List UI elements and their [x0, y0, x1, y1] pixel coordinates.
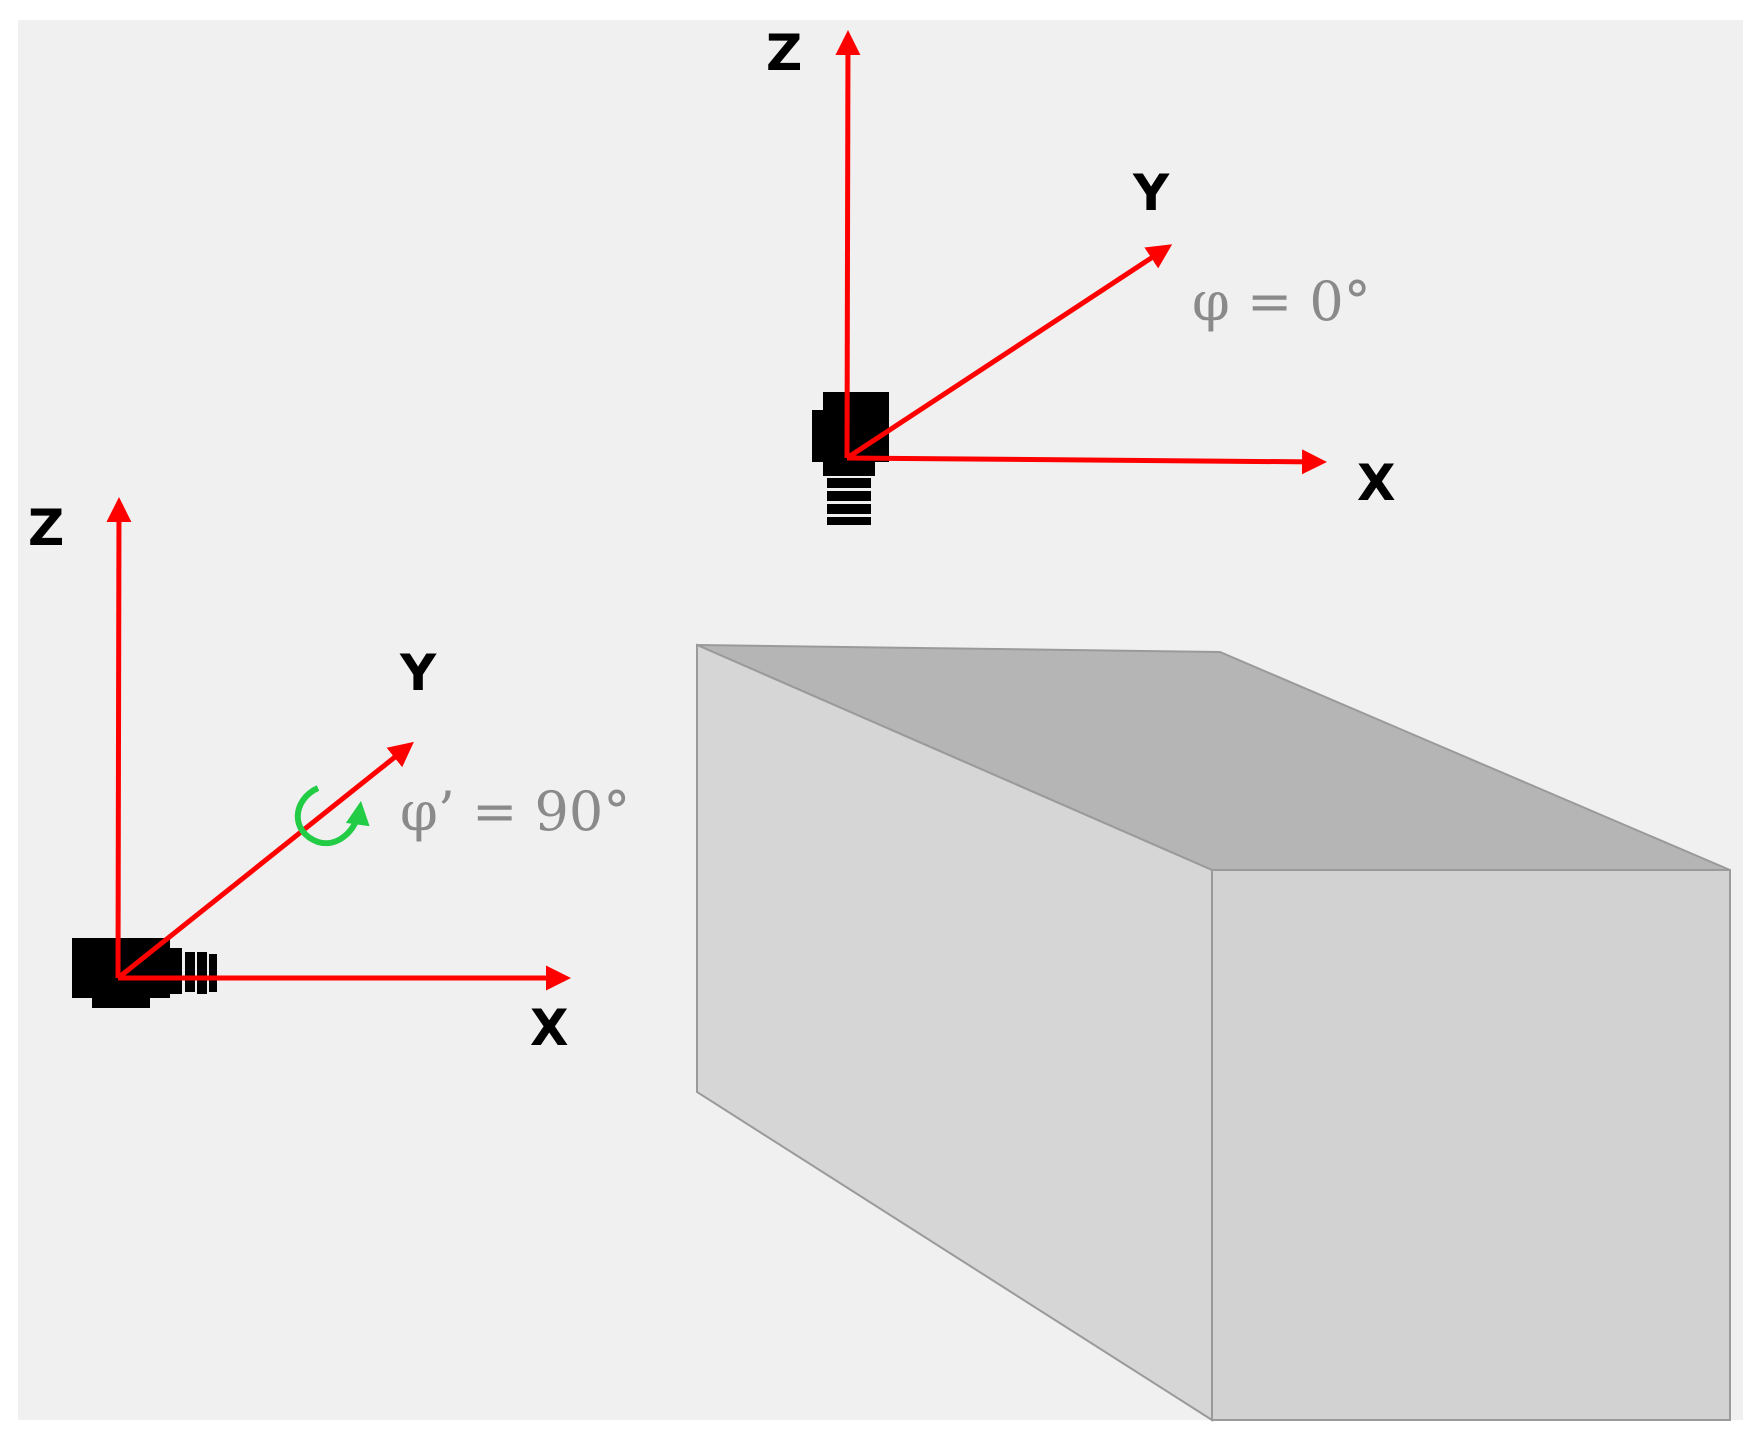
box-side-face — [1211, 869, 1731, 1421]
top-angle-label: φ = 0° — [1192, 270, 1371, 333]
left-x-label: X — [530, 999, 569, 1057]
top-y-label: Y — [1132, 164, 1170, 222]
top-y-axis — [845, 244, 1173, 461]
top-x-label: X — [1357, 454, 1396, 512]
left-frame: Z Y X φ’ = 90° — [28, 497, 630, 1057]
top-z-label: Z — [766, 24, 802, 82]
left-angle-label: φ’ = 90° — [400, 780, 630, 843]
top-x-axis — [846, 449, 1327, 475]
rotation-arrow-icon — [294, 785, 370, 847]
top-frame: Z Y X φ = 0° — [766, 24, 1396, 525]
left-y-axis — [116, 741, 414, 980]
box-object — [696, 643, 1731, 1422]
left-y-label: Y — [399, 644, 437, 702]
left-z-axis — [106, 497, 132, 979]
left-z-label: Z — [28, 499, 64, 557]
top-z-axis — [835, 30, 861, 459]
